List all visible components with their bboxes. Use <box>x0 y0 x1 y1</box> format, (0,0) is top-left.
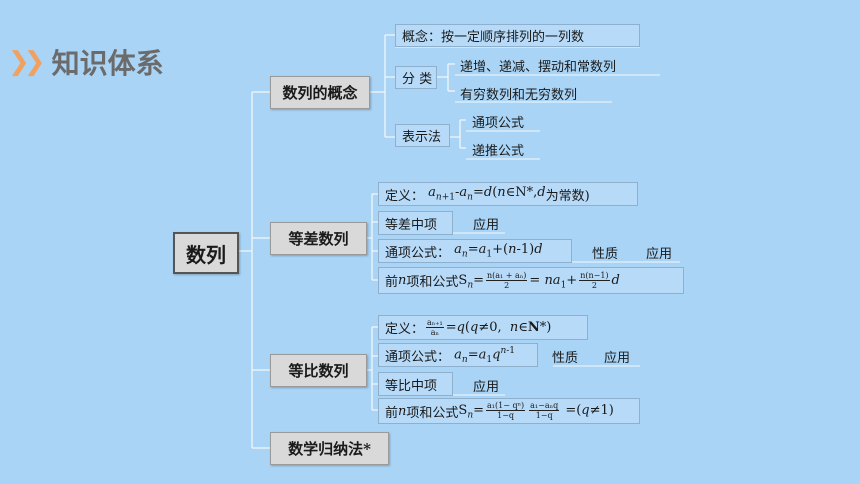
arith-node: 等差数列 <box>270 222 367 255</box>
induction-node: 数学归纳法* <box>270 432 389 465</box>
geo-general-label: 通项公式： <box>385 349 451 365</box>
arith-def-label: 定义： <box>385 188 425 204</box>
geo-sum-text: 项和公式 <box>406 405 459 421</box>
concept-definition: 概念：按一定顺序排列的一列数 <box>395 24 640 47</box>
concept-node: 数列的概念 <box>270 76 370 109</box>
classify-item: 有穷数列和无穷数列 <box>460 88 578 103</box>
represent-item: 通项公式 <box>472 116 525 131</box>
arith-sum-text: 项和公式 <box>406 275 459 290</box>
section-title: ❯❯ 知识体系 <box>8 42 164 82</box>
classify-node: 分 类 <box>395 66 437 89</box>
arith-sum-label: 前 <box>385 275 399 290</box>
geo-sum-label: 前 <box>385 405 399 421</box>
arith-def-tail: 为常数) <box>545 188 590 204</box>
geo-mid-term: 等比中项 <box>378 372 453 396</box>
geo-def-label: 定义： <box>385 322 425 337</box>
geo-property: 性质 <box>552 351 579 366</box>
arith-use: 应用 <box>646 247 673 262</box>
arith-mid-term: 等差中项 <box>378 211 453 235</box>
geo-use: 应用 <box>604 351 631 366</box>
arith-mid-use: 应用 <box>473 218 500 233</box>
arith-general-formula: an=a1+(n-1)d <box>454 242 543 260</box>
classify-item: 递增、递减、摆动和常数列 <box>460 60 617 75</box>
arith-general: 通项公式： an=a1+(n-1)d <box>378 239 572 263</box>
represent-item: 递推公式 <box>472 144 525 159</box>
arith-property: 性质 <box>592 247 619 262</box>
arith-def-formula: an+1-an=d(n∈N*,d <box>428 185 546 203</box>
double-chevron-icon: ❯❯ <box>8 47 45 77</box>
geo-mid-use: 应用 <box>473 380 500 395</box>
arith-general-label: 通项公式： <box>385 245 451 261</box>
geo-general-formula: an=a1qn-1 <box>454 345 516 365</box>
geo-node: 等比数列 <box>270 354 367 387</box>
root-node: 数列 <box>173 232 239 274</box>
section-title-text: 知识体系 <box>51 47 164 80</box>
geo-general: 通项公式： an=a1qn-1 <box>378 343 538 367</box>
represent-node: 表示法 <box>395 124 450 147</box>
